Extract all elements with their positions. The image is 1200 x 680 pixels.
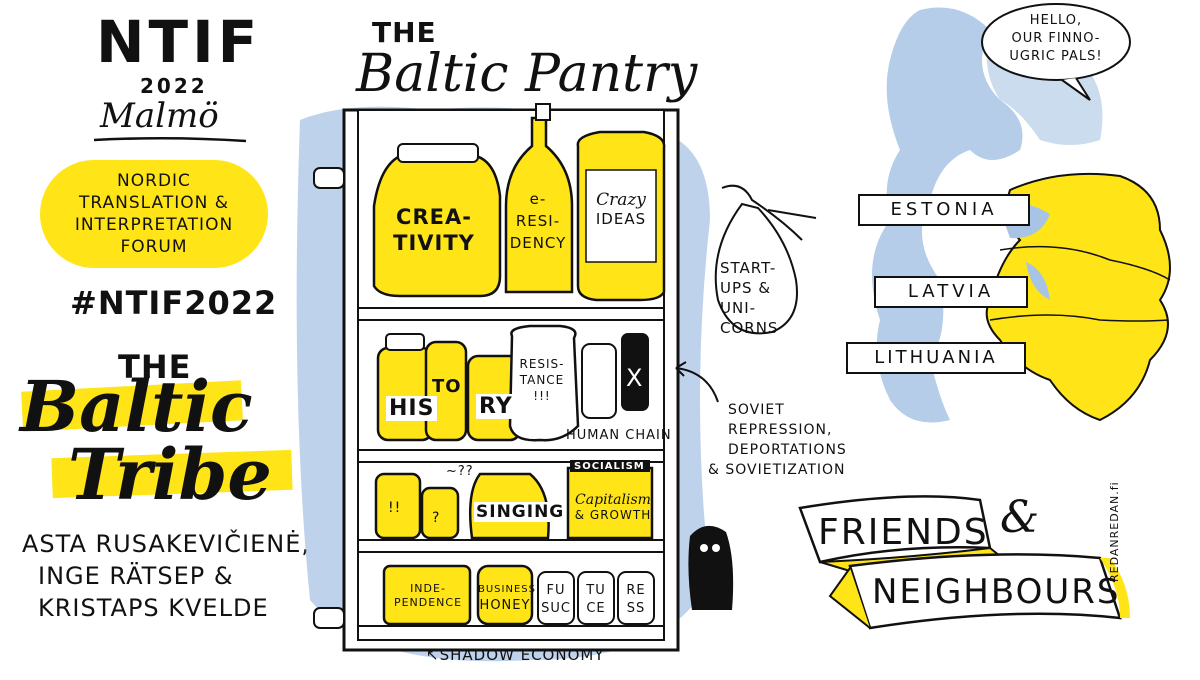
capitalism-label: Capitalism & GROWTH — [568, 492, 658, 522]
speaker: ASTA RUSAKEVIČIENĖ, — [22, 530, 310, 558]
jar-success-2: TU CE — [578, 582, 614, 618]
jar-creativity-label: CREA- TIVITY — [384, 204, 484, 256]
label-line: OUR FINNO- — [1011, 31, 1101, 46]
speaker: KRISTAPS KVELDE — [38, 594, 269, 622]
arrow-icon: ↖ — [426, 646, 440, 664]
session-the: THE — [118, 348, 192, 386]
country-latvia: LATVIA — [874, 276, 1028, 308]
pantry-the: THE — [372, 16, 437, 49]
label-line: CORNS — [720, 319, 779, 337]
forum-badge — [40, 160, 268, 268]
shadow-creature — [688, 525, 734, 610]
label-line: START- — [720, 259, 777, 277]
country-estonia: ESTONIA — [858, 194, 1030, 226]
friends-banner — [798, 495, 1130, 630]
label-line: IDEAS — [595, 210, 647, 228]
forum-line: FORUM — [120, 237, 188, 257]
human-chain-label: HUMAN CHAIN — [566, 428, 672, 443]
label-line: & GROWTH — [574, 508, 652, 522]
label-line: & SOVIETIZATION — [708, 462, 846, 478]
label-line: SOVIET — [728, 402, 785, 418]
label-line: BUSINESS — [478, 584, 536, 595]
label-line: SS — [626, 601, 646, 616]
event-year: 2022 — [140, 74, 208, 98]
arrow-icon — [675, 361, 719, 403]
label-line: Capitalism — [575, 492, 651, 508]
shadow-economy-text: SHADOW ECONOMY — [439, 646, 605, 664]
label-line: DENCY — [509, 234, 567, 252]
startups-label: START- UPS & UNI- CORNS — [720, 258, 778, 338]
label-line: RESIS- — [519, 357, 565, 371]
bottle-x-label: X — [626, 364, 644, 392]
label-line: UGRIC PALS! — [1009, 49, 1103, 64]
country-lithuania: LITHUANIA — [846, 342, 1026, 374]
shadow-economy-label: ↖SHADOW ECONOMY — [426, 646, 605, 664]
label-line: FU — [546, 583, 566, 598]
soviet-label: SOVIET REPRESSION, DEPORTATIONS & SOVIET… — [708, 400, 847, 480]
label-line: UNI- — [720, 299, 757, 317]
forum-line: NORDIC — [117, 171, 191, 191]
jar-to-label: TO — [432, 376, 462, 397]
question-marks: ~?? — [446, 464, 474, 479]
banner-amp: & — [1000, 492, 1040, 543]
label-line: TU — [586, 583, 606, 598]
hashtag: #NTIF2022 — [70, 284, 278, 322]
jar-success-1: FU SUC — [538, 582, 574, 618]
label-line: SUC — [541, 601, 571, 616]
session-title: Baltic — [20, 365, 253, 448]
jar-his-label: HIS — [386, 396, 438, 421]
label-line: DEPORTATIONS — [728, 442, 847, 458]
jar-singing-label: SINGING — [474, 502, 567, 522]
label-line: !!! — [533, 389, 551, 403]
jar-ry-label: RY — [476, 394, 516, 419]
label-line: HELLO, — [1029, 13, 1083, 28]
forum-name: NORDIC TRANSLATION & INTERPRETATION FORU… — [40, 170, 268, 258]
city-underline — [93, 136, 247, 143]
speakers: ASTA RUSAKEVIČIENĖ, INGE RÄTSEP & KRISTA… — [22, 528, 310, 624]
label-line: HONEY — [479, 598, 531, 613]
jar-business-honey-label: BUSINESS HONEY — [478, 582, 536, 614]
startups-bag — [714, 184, 817, 335]
socialism-label: SOCIALISM — [574, 461, 645, 472]
speech-text: HELLO, OUR FINNO- UGRIC PALS! — [990, 12, 1122, 66]
label-line: UPS & — [720, 279, 772, 297]
basket-independence-label: INDE- PENDENCE — [386, 582, 470, 610]
label-line: PENDENCE — [393, 596, 463, 609]
pantry-title: Baltic Pantry — [356, 44, 698, 104]
label-line: RESI- — [515, 212, 561, 230]
label-line: CE — [586, 601, 606, 616]
jar-exclaim-label: !! — [388, 500, 402, 516]
bottle-eresidency-label: e- RESI- DENCY — [508, 188, 568, 254]
jar-question-label: ? — [432, 510, 441, 526]
pantry-cabinet — [313, 103, 680, 652]
label-line: CREA- — [396, 205, 472, 229]
forum-line: TRANSLATION & — [79, 193, 229, 213]
label-line: RE — [626, 583, 646, 598]
event-name: NTIF — [96, 8, 262, 76]
label-line: TANCE — [519, 373, 565, 387]
label-line: INDE- — [410, 582, 446, 595]
speaker: INGE RÄTSEP & — [38, 562, 234, 590]
event-city: Malmö — [100, 96, 219, 136]
speech-bubble — [981, 3, 1131, 101]
artist-signature: REDANREDAN.fi — [1108, 481, 1121, 582]
forum-line: INTERPRETATION — [74, 215, 234, 235]
session-title: Tribe — [68, 433, 272, 516]
jar-success-3: RE SS — [618, 582, 654, 618]
jar-crazy-ideas-label: Crazy IDEAS — [586, 190, 656, 228]
jar-resistance-label: RESIS- TANCE !!! — [508, 356, 576, 404]
label-line: Crazy — [596, 190, 646, 210]
label-line: TIVITY — [393, 231, 475, 255]
label-line: e- — [529, 190, 547, 208]
label-line: REPRESSION, — [728, 422, 833, 438]
banner-line2: NEIGHBOURS — [872, 572, 1121, 612]
banner-line1: FRIENDS — [818, 512, 989, 553]
